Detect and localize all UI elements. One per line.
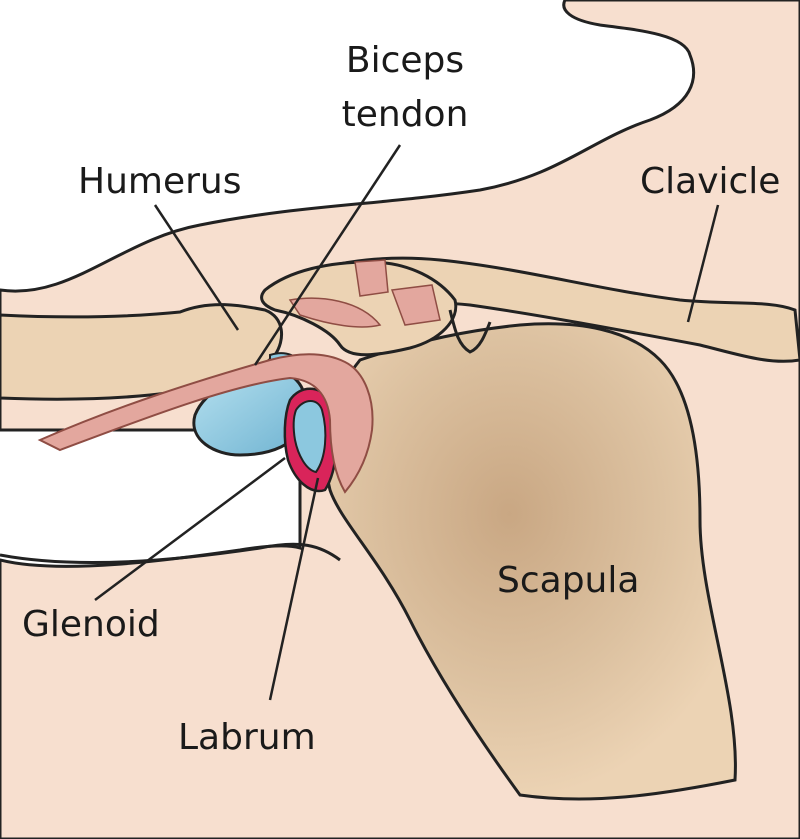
label-biceps-line1: Biceps — [346, 40, 464, 81]
label-scapula: Scapula — [497, 560, 639, 601]
clavicle-leader — [686, 204, 720, 323]
arm-lower-outline — [0, 542, 341, 565]
glenoid-leader — [94, 456, 286, 602]
coracoid-notch — [448, 309, 492, 354]
coracoacromial-ligament — [288, 297, 382, 328]
scapula-bone — [322, 322, 737, 801]
label-clavicle: Clavicle — [640, 161, 780, 202]
label-biceps-line2: tendon — [342, 94, 469, 135]
acromioclavicular-ligament — [354, 259, 389, 297]
label-glenoid: Glenoid — [22, 604, 160, 645]
glenoid-cartilage — [292, 400, 327, 474]
label-humerus: Humerus — [78, 161, 241, 202]
biceps-tendon — [37, 353, 374, 494]
biceps-tendon-leader — [253, 144, 402, 366]
humerus-leader — [153, 204, 240, 331]
labrum-leader — [268, 477, 320, 701]
coracoclavicular-ligament — [390, 284, 441, 326]
humerus-bone — [0, 303, 284, 401]
label-labrum: Labrum — [178, 717, 316, 758]
